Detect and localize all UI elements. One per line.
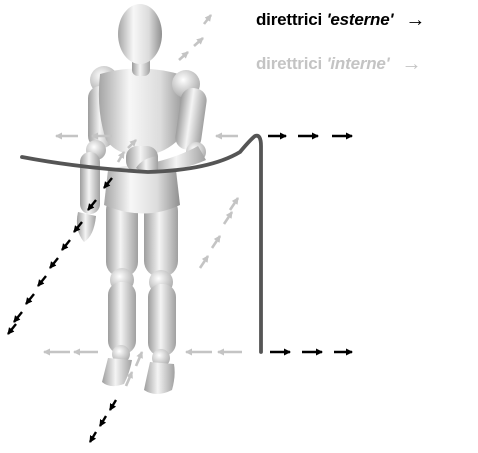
external-arrow (62, 240, 70, 250)
internal-arrow (194, 38, 203, 46)
internal-arrow (200, 256, 208, 268)
internal-arrow (136, 352, 142, 366)
external-arrow (26, 294, 34, 304)
internal-arrow (224, 212, 232, 224)
external-arrow (110, 400, 116, 410)
internal-arrow (204, 15, 211, 24)
external-arrow (14, 312, 22, 322)
external-arrows (8, 136, 352, 442)
legend-internal-term: 'interne' (327, 54, 390, 74)
legend-external-term: 'esterne' (327, 10, 394, 30)
legend-internal: direttrici 'interne' → (256, 52, 421, 76)
external-arrow (8, 324, 16, 334)
external-arrow (38, 276, 46, 286)
internal-arrow (118, 152, 124, 162)
external-arrow (90, 432, 96, 442)
internal-arrow-icon: → (402, 54, 422, 74)
legend-internal-label: direttrici (256, 54, 322, 74)
internal-arrow (179, 52, 188, 60)
internal-arrow (230, 198, 238, 210)
legend-external-label: direttrici (256, 10, 322, 30)
external-arrow-icon: → (405, 10, 425, 30)
legend-external: direttrici 'esterne' → (256, 8, 425, 32)
external-arrow (100, 416, 106, 426)
mannequin-figure (77, 4, 208, 394)
external-arrow (50, 258, 58, 268)
internal-arrow (212, 236, 220, 248)
